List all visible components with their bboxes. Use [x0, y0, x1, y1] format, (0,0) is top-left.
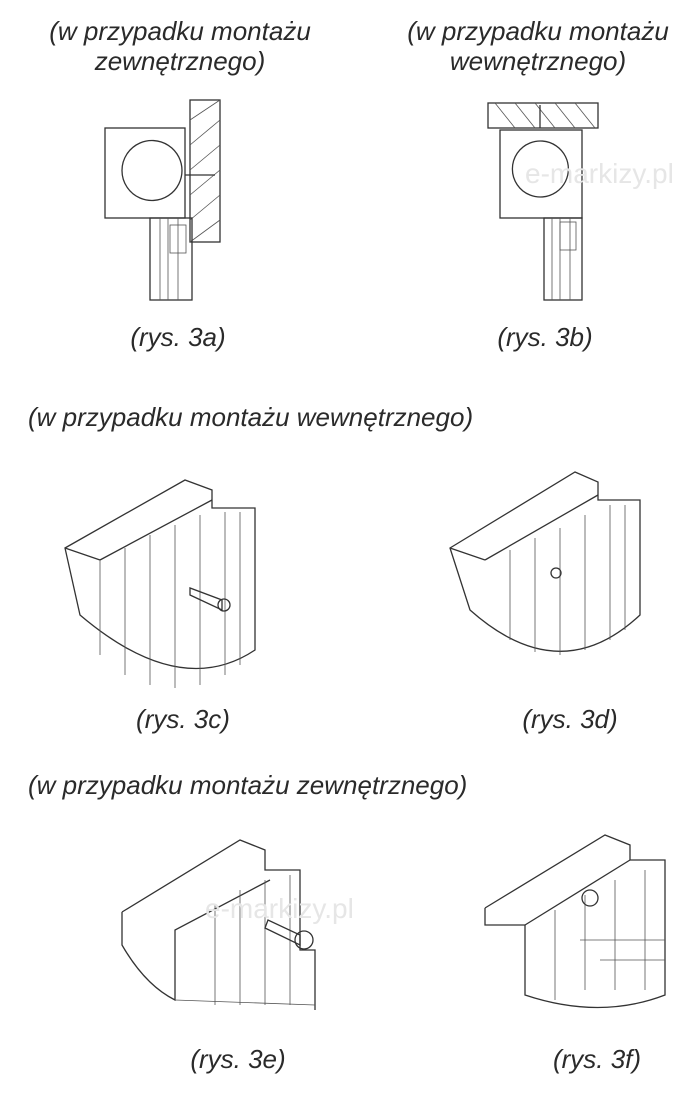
heading-internal-mount-3cd: (w przypadku montażu wewnętrznego) — [28, 402, 474, 432]
caption-3a: (rys. 3a) — [130, 322, 226, 352]
heading-line: (w przypadku montażu — [49, 16, 311, 46]
caption-3e: (rys. 3e) — [190, 1044, 286, 1074]
heading-external-mount-3ef: (w przypadku montażu zewnętrznego) — [28, 770, 468, 800]
drawing-3f — [484, 834, 666, 1009]
caption-3b: (rys. 3b) — [497, 322, 593, 352]
heading-line: (w przypadku montażu — [407, 16, 669, 46]
caption-3f: (rys. 3f) — [552, 1044, 642, 1074]
watermark: e-markizy.pl — [525, 158, 674, 189]
drawing-3d — [449, 471, 641, 655]
caption-3d: (rys. 3d) — [522, 704, 618, 734]
watermark: e-markizy.pl — [205, 893, 354, 924]
drawing-3a — [104, 99, 221, 301]
caption-3c: (rys. 3c) — [136, 704, 230, 734]
heading-internal-mount-3b: (w przypadku montażu wewnętrznego) — [378, 16, 698, 76]
heading-line: zewnętrznego) — [94, 46, 266, 76]
drawing-3c — [64, 479, 256, 688]
heading-line: wewnętrznego) — [449, 46, 627, 76]
heading-external-mount-3a: (w przypadku montażu zewnętrznego) — [20, 16, 340, 76]
drawing-3b — [487, 102, 599, 301]
drawing-3e — [121, 839, 316, 1010]
